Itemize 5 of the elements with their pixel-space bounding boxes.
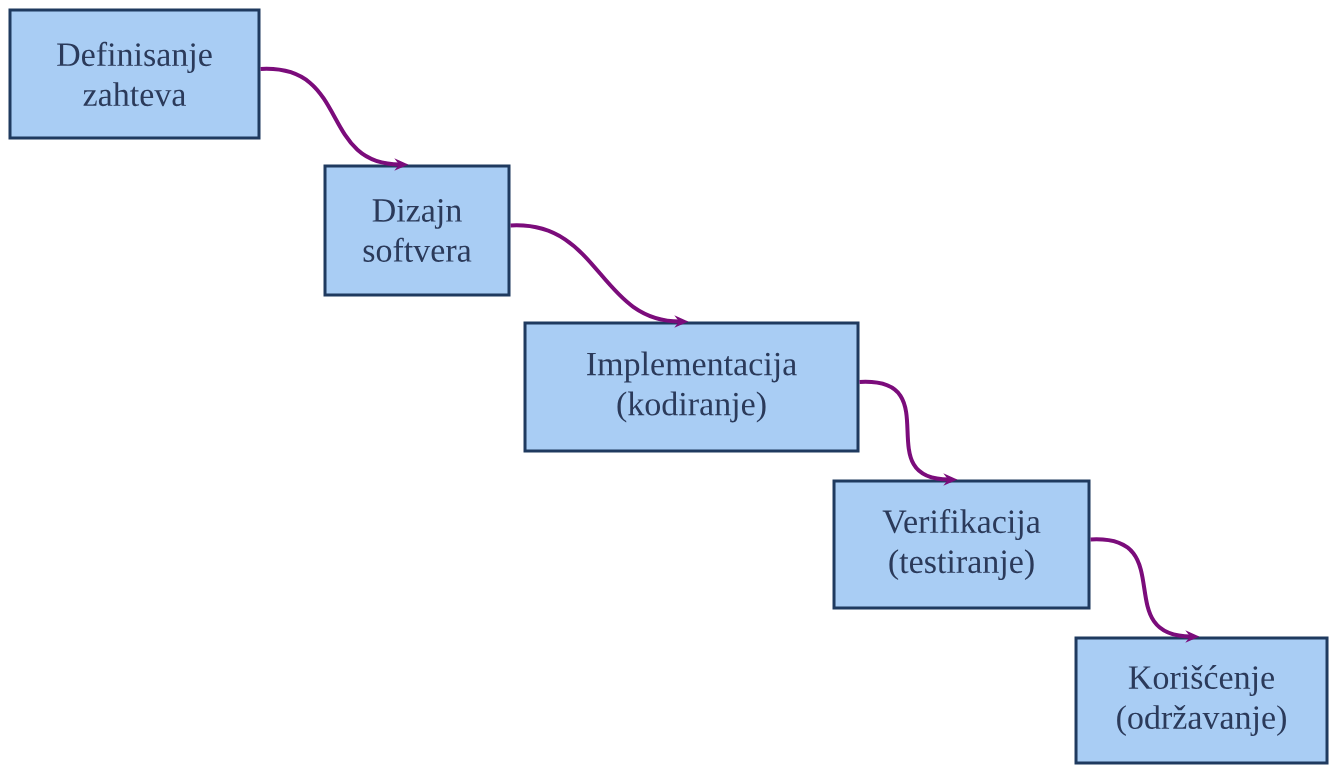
process-box: Definisanje zahteva (8, 8, 261, 140)
process-box: Implementacija (kodiranje) (523, 321, 860, 453)
process-box: Dizajn softvera (323, 164, 511, 297)
process-box: Verifikacija (testiranje) (832, 479, 1091, 610)
process-box: Korišćenje (održavanje) (1074, 636, 1329, 765)
